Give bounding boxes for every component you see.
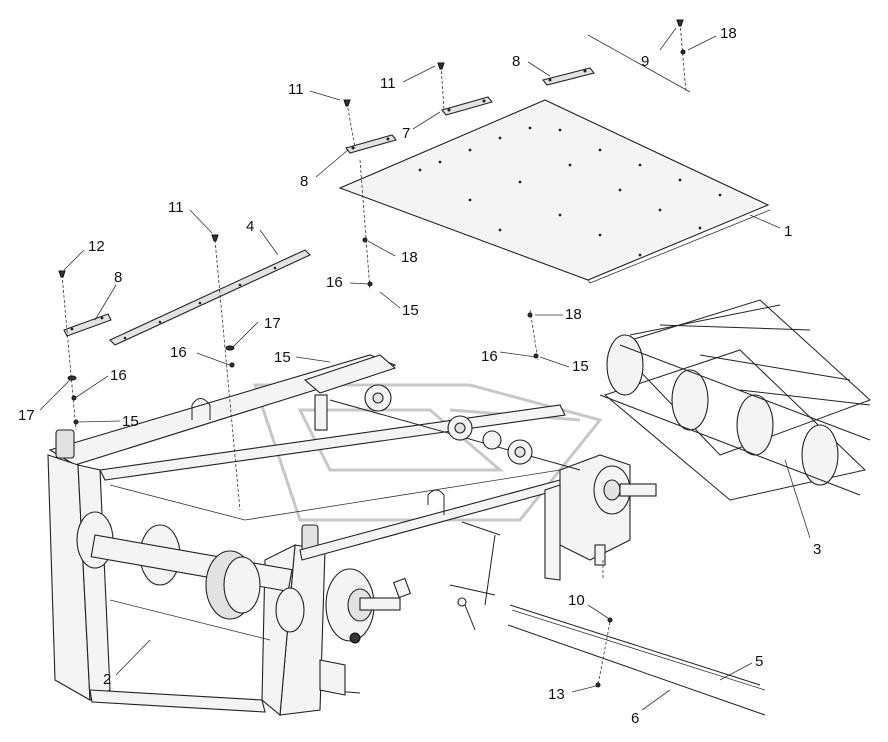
callout-18: 18 bbox=[720, 25, 737, 42]
callout-6: 6 bbox=[631, 710, 639, 727]
fastener-icons bbox=[58, 19, 686, 688]
callout-16: 16 bbox=[326, 274, 343, 291]
callout-5: 5 bbox=[755, 653, 763, 670]
bracket-strip-8-mid bbox=[345, 134, 397, 154]
shaft-with-sprockets bbox=[303, 354, 581, 471]
callout-7: 7 bbox=[402, 125, 410, 142]
callout-16: 16 bbox=[481, 348, 498, 365]
callout-2: 2 bbox=[103, 671, 111, 688]
callout-18: 18 bbox=[565, 306, 582, 323]
callout-13: 13 bbox=[548, 686, 565, 703]
nut-icon bbox=[595, 682, 601, 688]
small-strip-left bbox=[63, 313, 112, 337]
gearbox-assembly bbox=[544, 454, 657, 581]
cover-plate-part bbox=[338, 99, 771, 284]
callout-11: 11 bbox=[288, 81, 304, 98]
long-strip-part-4 bbox=[109, 249, 311, 346]
screw-icon bbox=[58, 270, 66, 278]
callout-11: 11 bbox=[168, 199, 184, 216]
conveyor-chain-part-3 bbox=[599, 299, 871, 501]
strip-part-5 bbox=[509, 604, 766, 691]
callout-12: 12 bbox=[88, 238, 105, 255]
nut-icon bbox=[533, 353, 539, 359]
callout-16: 16 bbox=[110, 367, 127, 384]
nut-icon bbox=[73, 419, 79, 425]
washer-icon bbox=[362, 237, 368, 243]
washer-icon bbox=[680, 49, 686, 55]
callout-labels: 9 18 8 11 11 7 8 1 11 4 12 8 18 16 15 18… bbox=[18, 25, 821, 727]
callout-16: 16 bbox=[170, 344, 187, 361]
callout-8: 8 bbox=[114, 269, 122, 286]
callout-15: 15 bbox=[402, 302, 419, 319]
callout-10: 10 bbox=[568, 592, 585, 609]
callout-18: 18 bbox=[401, 249, 418, 266]
nut-icon bbox=[71, 395, 77, 401]
washer-icon bbox=[225, 345, 235, 351]
nut-icon bbox=[229, 362, 235, 368]
callout-1: 1 bbox=[784, 223, 792, 240]
washer-icon bbox=[527, 312, 533, 318]
bracket-strip-7 bbox=[441, 96, 493, 116]
callout-8: 8 bbox=[512, 53, 520, 70]
callout-17: 17 bbox=[264, 315, 281, 332]
strip-part-6 bbox=[507, 624, 766, 716]
bracket-strip-top-right bbox=[542, 67, 595, 86]
roller-assembly bbox=[76, 511, 401, 644]
callout-15: 15 bbox=[122, 413, 139, 430]
plate-holes bbox=[418, 126, 722, 257]
screw-icon bbox=[437, 62, 445, 70]
washer-icon bbox=[67, 375, 77, 381]
callout-11: 11 bbox=[380, 75, 396, 92]
callout-8: 8 bbox=[300, 173, 308, 190]
callout-4: 4 bbox=[246, 218, 254, 235]
callout-17: 17 bbox=[18, 407, 35, 424]
screw-icon bbox=[676, 19, 684, 27]
leader-lines bbox=[39, 27, 811, 711]
fastener-assembly-lines bbox=[61, 22, 687, 686]
callout-9: 9 bbox=[641, 53, 649, 70]
screw-icon bbox=[343, 99, 351, 107]
lever-and-pins bbox=[319, 521, 501, 696]
callout-3: 3 bbox=[813, 541, 821, 558]
callout-15: 15 bbox=[274, 349, 291, 366]
screw-icon bbox=[607, 617, 613, 623]
callout-15: 15 bbox=[572, 358, 589, 375]
screw-icon bbox=[211, 234, 219, 242]
